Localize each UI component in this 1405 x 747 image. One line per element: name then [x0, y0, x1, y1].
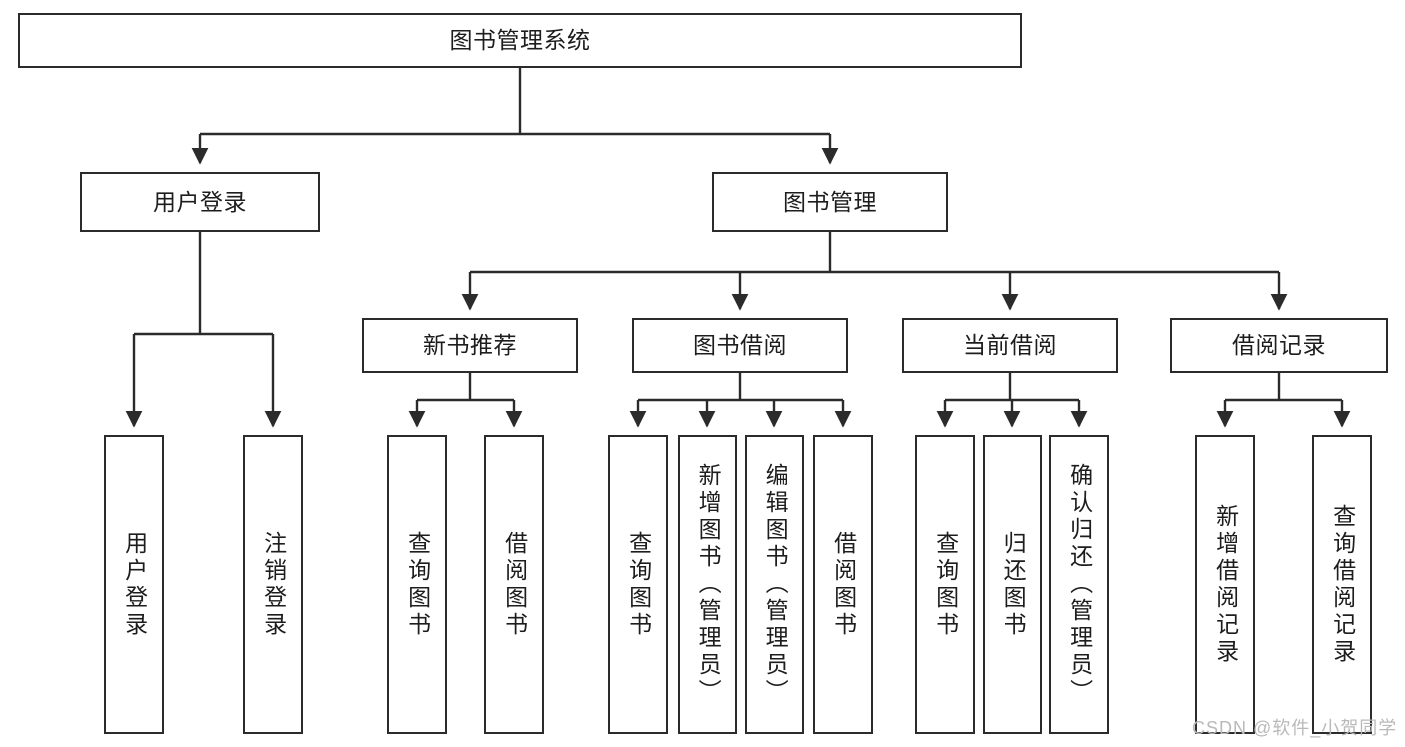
node-label: 借阅图书	[501, 530, 528, 639]
leaf-borrow-books-bb[interactable]: 借阅图书	[813, 435, 873, 734]
leaf-query-books-nbr[interactable]: 查询图书	[387, 435, 447, 734]
node-label: 用户登录	[153, 188, 247, 215]
leaf-borrow-books-nbr[interactable]: 借阅图书	[484, 435, 544, 734]
leaf-add-borrow-record[interactable]: 新增借阅记录	[1195, 435, 1255, 734]
node-root-system[interactable]: 图书管理系统	[18, 13, 1022, 68]
leaf-query-books-bb[interactable]: 查询图书	[608, 435, 668, 734]
node-label: 新增借阅记录	[1212, 503, 1239, 666]
node-label: 查询图书	[932, 530, 959, 639]
node-label: 确认归还（管理员）	[1066, 463, 1093, 706]
node-label: 新增图书（管理员）	[695, 463, 722, 706]
node-label: 图书借阅	[693, 332, 787, 359]
leaf-edit-book-admin[interactable]: 编辑图书（管理员）	[745, 435, 804, 734]
leaf-confirm-return-admin[interactable]: 确认归还（管理员）	[1049, 435, 1109, 734]
node-borrow-record[interactable]: 借阅记录	[1170, 318, 1388, 373]
leaf-logout[interactable]: 注销登录	[243, 435, 303, 734]
leaf-add-book-admin[interactable]: 新增图书（管理员）	[678, 435, 737, 734]
node-label: 编辑图书（管理员）	[762, 463, 789, 706]
node-current-borrow[interactable]: 当前借阅	[902, 318, 1118, 373]
node-user-login[interactable]: 用户登录	[80, 172, 320, 232]
leaf-query-borrow-record[interactable]: 查询借阅记录	[1312, 435, 1372, 734]
node-label: 借阅图书	[830, 530, 857, 639]
node-label: 当前借阅	[963, 332, 1057, 359]
node-label: 用户登录	[121, 530, 148, 639]
node-book-borrow[interactable]: 图书借阅	[632, 318, 848, 373]
node-label: 注销登录	[260, 530, 287, 639]
node-label: 查询借阅记录	[1329, 503, 1356, 666]
node-label: 查询图书	[625, 530, 652, 639]
node-label: 图书管理	[783, 188, 877, 215]
leaf-query-books-cb[interactable]: 查询图书	[915, 435, 975, 734]
watermark: CSDN @软件_小贺同学	[1192, 718, 1398, 738]
node-label: 归还图书	[1000, 530, 1027, 639]
leaf-return-books[interactable]: 归还图书	[983, 435, 1042, 734]
leaf-user-login[interactable]: 用户登录	[104, 435, 164, 734]
node-label: 借阅记录	[1232, 332, 1326, 359]
node-label: 图书管理系统	[449, 27, 591, 54]
node-label: 新书推荐	[423, 332, 517, 359]
node-book-management[interactable]: 图书管理	[712, 172, 948, 232]
node-label: 查询图书	[404, 530, 431, 639]
node-new-book-recommend[interactable]: 新书推荐	[362, 318, 578, 373]
